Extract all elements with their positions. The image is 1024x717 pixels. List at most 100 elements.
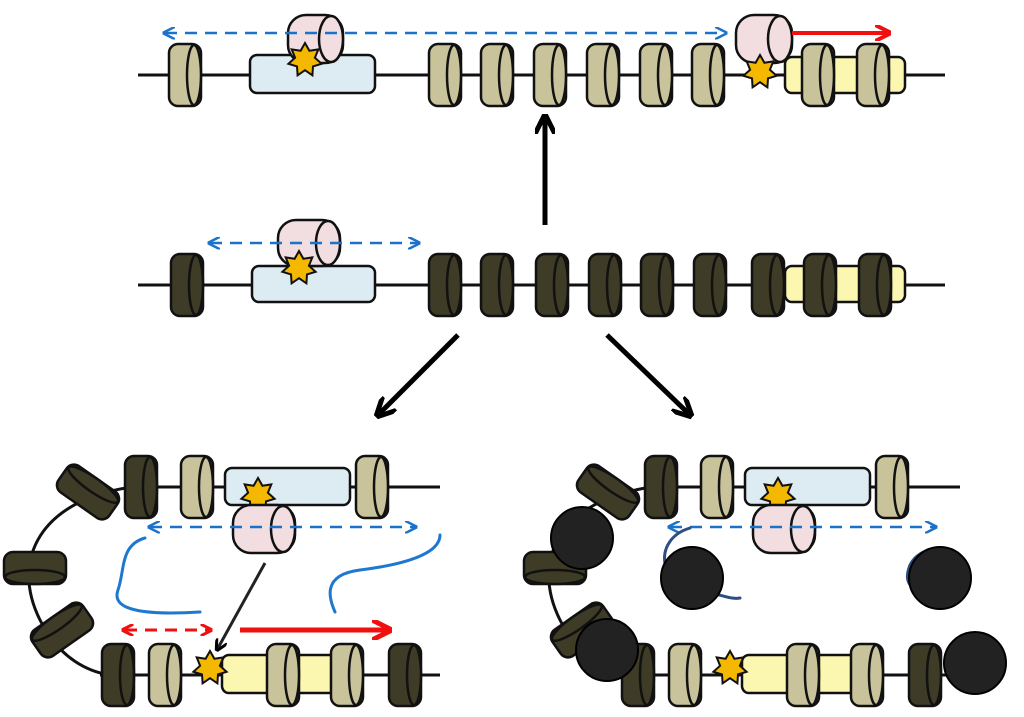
nucleosome-face — [550, 43, 568, 107]
nucleosome-face — [67, 465, 120, 505]
nucleosome-face — [710, 253, 728, 317]
nucleosome-face — [445, 253, 463, 317]
nucleosome — [55, 463, 121, 521]
dna-loop — [27, 485, 134, 677]
nucleosome — [179, 454, 215, 520]
nucleosome-face — [550, 603, 603, 643]
nucleosome-face — [685, 643, 703, 707]
nucleosome — [587, 252, 623, 318]
nucleosome-face — [3, 568, 67, 586]
nucleosome — [100, 642, 136, 708]
nucleosome — [123, 454, 159, 520]
black-particle — [550, 506, 614, 570]
nucleosome — [575, 463, 641, 521]
nucleosome-face — [523, 568, 587, 586]
nucleosome — [532, 42, 568, 108]
nucleosome — [785, 642, 821, 708]
nucleosome — [855, 42, 891, 108]
nucleosome — [147, 642, 183, 708]
cylinder-face — [317, 14, 345, 64]
nucleosome-face — [552, 253, 570, 317]
factor-cylinder — [231, 503, 297, 555]
nucleosome-face — [497, 43, 515, 107]
nucleosome-face — [603, 43, 621, 107]
nucleosome-face — [803, 643, 821, 707]
factor-cylinder — [734, 13, 794, 65]
nucleosome — [699, 454, 735, 520]
nucleosome — [354, 454, 390, 520]
black-particle — [908, 546, 972, 610]
nucleosome-face — [141, 455, 159, 519]
down-right-arrow — [605, 333, 688, 413]
nucleosome-face — [30, 603, 83, 643]
rna-strand — [328, 533, 442, 614]
nucleosome — [690, 42, 726, 108]
nucleosome-face — [185, 43, 203, 107]
nucleosome-body — [29, 601, 95, 659]
nucleosome-face — [925, 643, 943, 707]
nucleosome-face — [187, 253, 205, 317]
nucleosome-face — [873, 43, 891, 107]
black-thin-arrow — [218, 562, 267, 648]
nucleosome — [857, 252, 893, 318]
nucleosome-face — [197, 455, 215, 519]
black-particle — [943, 631, 1007, 695]
nucleosome — [692, 252, 728, 318]
nucleosome — [329, 642, 365, 708]
nucleosome-face — [587, 465, 640, 505]
nucleosome — [750, 252, 786, 318]
nucleosome — [167, 42, 203, 108]
nucleosome — [265, 642, 301, 708]
nucleosome-face — [717, 455, 735, 519]
nucleosome-face — [283, 643, 301, 707]
nucleosome — [643, 454, 679, 520]
rna-strand — [115, 536, 202, 615]
nucleosome-face — [892, 455, 910, 519]
cylinder-face — [789, 504, 817, 554]
nucleosome — [802, 252, 838, 318]
nucleosome — [800, 42, 836, 108]
star-icon — [191, 648, 229, 686]
nucleosome-face — [875, 253, 893, 317]
nucleosome — [427, 42, 463, 108]
nucleosome-face — [768, 253, 786, 317]
star-icon — [711, 648, 749, 686]
nucleosome-face — [405, 643, 423, 707]
nucleosome — [639, 252, 675, 318]
nucleosome — [427, 252, 463, 318]
nucleosome — [29, 601, 95, 659]
nucleosome — [479, 42, 515, 108]
nucleosome-face — [708, 43, 726, 107]
nucleosome-face — [118, 643, 136, 707]
nucleosome-face — [497, 253, 515, 317]
nucleosome — [169, 252, 205, 318]
down-left-arrow — [380, 333, 460, 413]
black-particle — [575, 618, 639, 682]
nucleosome — [2, 550, 68, 586]
nucleosome — [387, 642, 423, 708]
nucleosome — [479, 252, 515, 318]
nucleosome-face — [818, 43, 836, 107]
nucleosome — [638, 42, 674, 108]
nucleosome-face — [820, 253, 838, 317]
nucleosome — [907, 642, 943, 708]
factor-cylinder — [751, 503, 817, 555]
cylinder-face — [269, 504, 297, 554]
nucleosome-face — [867, 643, 885, 707]
nucleosome — [667, 642, 703, 708]
nucleosome-face — [638, 643, 656, 707]
star-icon — [280, 248, 318, 286]
nucleosome-face — [661, 455, 679, 519]
nucleosome-face — [165, 643, 183, 707]
nucleosome — [849, 642, 885, 708]
black-particle — [660, 546, 724, 610]
star-icon — [286, 40, 324, 78]
nucleosome — [534, 252, 570, 318]
nucleosome — [585, 42, 621, 108]
nucleosome-face — [445, 43, 463, 107]
nucleosome — [874, 454, 910, 520]
nucleosome-face — [372, 455, 390, 519]
nucleosome-face — [657, 253, 675, 317]
cylinder-face — [766, 14, 794, 64]
